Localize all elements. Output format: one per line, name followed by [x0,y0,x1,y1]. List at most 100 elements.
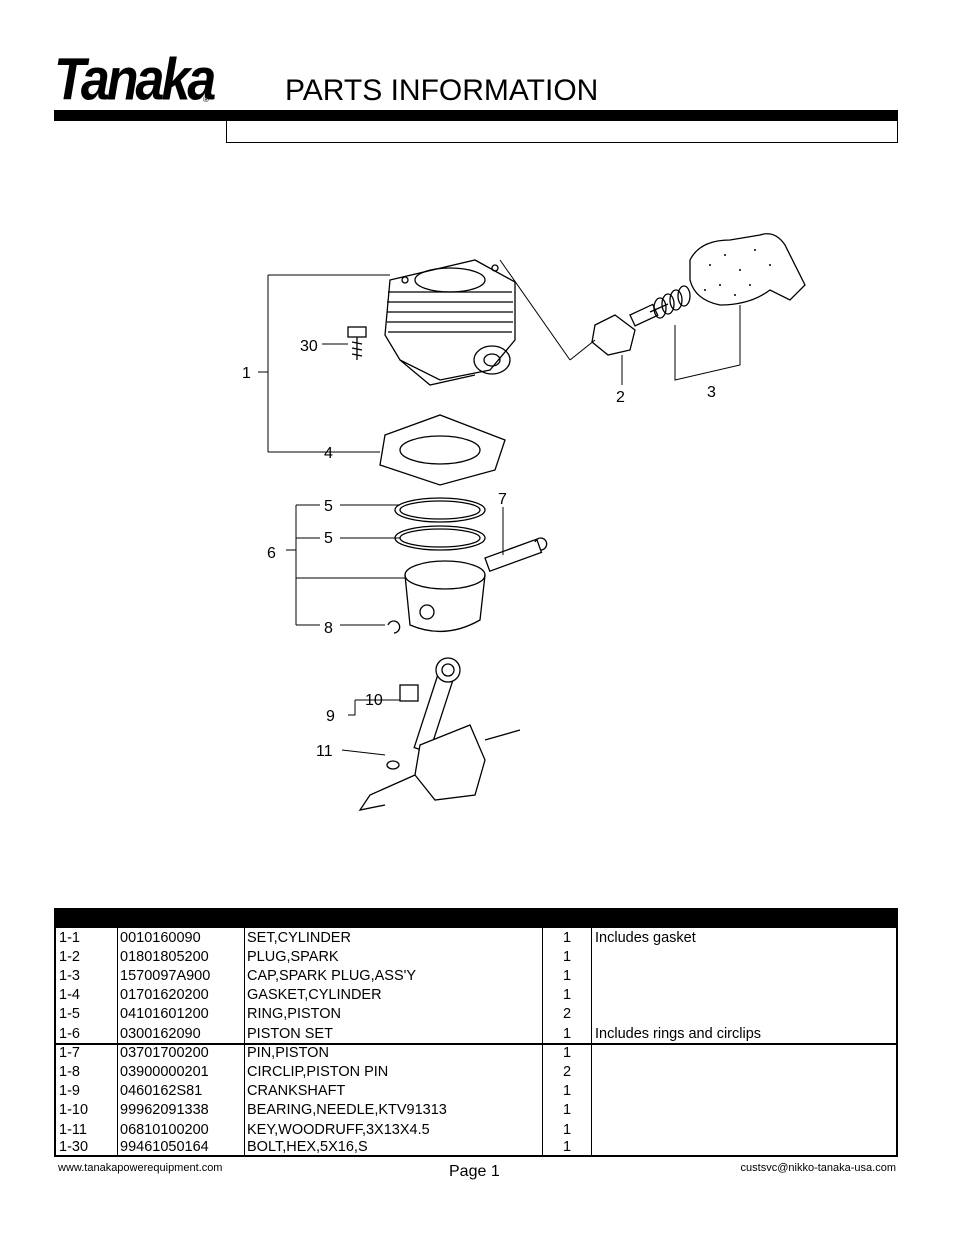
ref-number: 1-11 [59,1122,87,1138]
callout-8: 8 [324,620,333,637]
callout-9: 9 [326,708,335,725]
quantity: 1 [562,1102,572,1118]
table-row: 1-5 04101601200 RING,PISTON 2 [56,1005,896,1023]
ref-number: 1-9 [59,1083,80,1099]
quantity: 1 [562,1083,572,1099]
part-description: CAP,SPARK PLUG,ASS'Y [247,968,417,984]
column-divider [117,928,118,1155]
part-number: 0300162090 [120,1026,201,1042]
piston-pin-drawing [387,537,548,634]
part-number: 1570097A900 [120,968,211,984]
ref-number: 1-8 [59,1064,80,1080]
part-number: 99962091338 [120,1102,209,1118]
group-divider [56,1043,896,1045]
ref-number: 1-5 [59,1006,80,1022]
column-divider [591,928,592,1155]
parts-table: 1-1 0010160090 SET,CYLINDER 1 Includes gaske… [54,928,898,1157]
part-number: 04101601200 [120,1006,209,1022]
part-note: Includes gasket [595,930,696,946]
part-description: CRANKSHAFT [247,1083,346,1099]
part-description: BOLT,HEX,5X16,S [247,1139,368,1155]
table-row: 1-7 03701700200 PIN,PISTON 1 [56,1044,896,1062]
ref-number: 1-1 [59,930,80,946]
part-number: 03900000201 [120,1064,209,1080]
spark-plug-cap-drawing [689,233,806,306]
ref-number: 1-4 [59,987,80,1003]
column-divider [542,928,543,1155]
part-number: 99461050164 [120,1139,209,1155]
part-description: GASKET,CYLINDER [247,987,382,1003]
ref-number: 1-7 [59,1045,80,1061]
part-number: 01801805200 [120,949,209,965]
part-description: PIN,PISTON [247,1045,329,1061]
tanaka-logo: Tanaka [54,46,216,114]
table-row: 1-30 99461050164 BOLT,HEX,5X16,S 1 [56,1138,896,1156]
model-box [226,121,898,143]
quantity: 1 [562,1045,572,1061]
gasket-drawing [379,414,506,486]
callout-7: 7 [498,491,507,508]
part-number: 06810100200 [120,1122,209,1138]
part-description: PLUG,SPARK [247,949,339,965]
part-number: 0460162S81 [120,1083,203,1099]
crankshaft-drawing [358,657,521,811]
quantity: 1 [562,987,572,1003]
part-number: 01701620200 [120,987,209,1003]
callout-30: 30 [300,338,318,355]
table-row: 1-2 01801805200 PLUG,SPARK 1 [56,948,896,966]
table-row: 1-1 0010160090 SET,CYLINDER 1 Includes gaske… [56,929,896,947]
callout-4: 4 [324,445,333,462]
footer-email[interactable]: custsvc@nikko-tanaka-usa.com [740,1162,896,1174]
part-description: CIRCLIP,PISTON PIN [247,1064,389,1080]
quantity: 1 [562,930,572,946]
part-description: PISTON SET [247,1026,333,1042]
part-description: KEY,WOODRUFF,3X13X4.5 [247,1122,430,1138]
callout-10: 10 [365,692,383,709]
page-title: PARTS INFORMATION [285,74,599,107]
table-row: 1-11 06810100200 KEY,WOODRUFF,3X13X4.5 1 [56,1121,896,1139]
table-row: 1-10 99962091338 BEARING,NEEDLE,KTV91313 1 [56,1101,896,1119]
ref-number: 1-2 [59,949,80,965]
spring-drawing [653,285,691,319]
callout-5b: 5 [324,530,333,547]
quantity: 1 [562,1122,572,1138]
table-row: 1-3 1570097A900 CAP,SPARK PLUG,ASS'Y 1 [56,967,896,985]
column-divider [244,928,245,1155]
part-number: 03701700200 [120,1045,209,1061]
quantity: 2 [562,1064,572,1080]
piston-rings-drawing [394,497,486,551]
table-row: 1-4 01701620200 GASKET,CYLINDER 1 [56,986,896,1004]
ref-number: 1-3 [59,968,80,984]
cylinder-drawing [384,259,516,386]
callout-3: 3 [707,384,716,401]
callout-6: 6 [267,545,276,562]
title-bar [54,110,898,121]
exploded-parts-diagram: 1 2 3 4 5 5 6 7 8 9 10 11 30 [242,233,806,811]
part-description: BEARING,NEEDLE,KTV91313 [247,1102,447,1118]
bolt-drawing [347,326,367,360]
quantity: 1 [562,1139,572,1155]
piston-drawing [404,560,486,633]
footer-website[interactable]: www.tanakapowerequipment.com [58,1162,223,1174]
quantity: 1 [562,949,572,965]
part-number: 0010160090 [120,930,201,946]
table-row: 1-8 03900000201 CIRCLIP,PISTON PIN 2 [56,1063,896,1081]
part-description: SET,CYLINDER [247,930,351,946]
registered-mark: ® [203,95,209,104]
part-description: RING,PISTON [247,1006,341,1022]
quantity: 1 [562,1026,572,1042]
spark-plug-drawing [591,303,669,356]
part-note: Includes rings and circlips [595,1026,762,1042]
ref-number: 1-6 [59,1026,80,1042]
callout-1: 1 [242,365,251,382]
table-row: 1-9 0460162S81 CRANKSHAFT 1 [56,1082,896,1100]
quantity: 1 [562,968,572,984]
callout-5a: 5 [324,498,333,515]
ref-number: 1-10 [59,1102,89,1118]
quantity: 2 [562,1006,572,1022]
page-number: Page 1 [449,1163,500,1180]
callout-11: 11 [316,743,333,760]
ref-number: 1-30 [59,1139,89,1155]
callout-2: 2 [616,389,625,406]
table-header-bar [54,908,898,928]
